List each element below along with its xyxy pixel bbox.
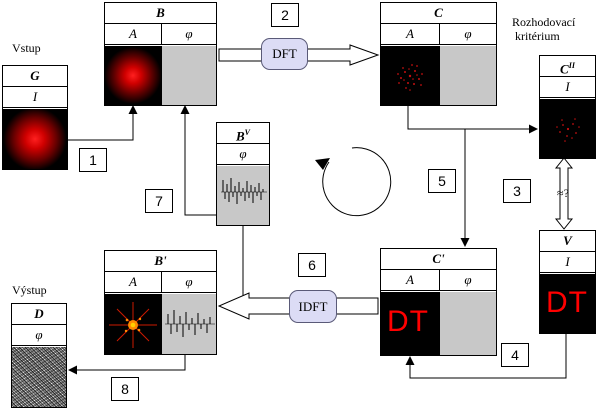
box-c-prime-title: C' — [381, 249, 496, 270]
idft-label: IDFT — [289, 290, 337, 323]
box-bv-phase — [217, 166, 269, 225]
box-bv-row: φ — [217, 143, 269, 165]
criterion-line-2: kritérium — [515, 29, 560, 43]
box-bv-title-mark: V — [244, 128, 250, 137]
phase-bars-icon-b-prime — [165, 310, 215, 337]
input-label: Vstup — [12, 41, 41, 55]
arrow-bv-to-b — [180, 105, 216, 216]
box-g-image — [3, 109, 67, 169]
box-d-title: D — [12, 304, 66, 325]
box-g-title: G — [3, 66, 67, 87]
box-b-prime-title: B' — [105, 251, 216, 272]
box-c-prime-col-phi: φ — [439, 269, 496, 291]
box-v-image: DT — [540, 274, 595, 333]
box-b-prime-phase — [161, 294, 216, 354]
box-g: G I — [2, 65, 68, 170]
criterion-line-1: Rozhodovací — [512, 15, 576, 29]
box-b-prime-col-phi: φ — [161, 271, 216, 293]
box-c: C A φ — [380, 2, 497, 106]
phase-bars-icon — [221, 178, 267, 204]
box-bv: BV φ — [216, 122, 270, 226]
box-c-prime-col-a: A — [381, 269, 439, 291]
box-c-prime-phase — [439, 292, 496, 355]
speckle-icon — [397, 64, 423, 91]
step-8: 8 — [111, 377, 139, 401]
arrow-v-to-cprime — [405, 334, 567, 379]
criterion-label: Rozhodovací kritérium — [512, 15, 575, 43]
box-c-col-a: A — [381, 23, 439, 45]
box-b-col-a: A — [105, 23, 161, 45]
step-2: 2 — [271, 3, 299, 27]
box-bv-title: BV — [217, 123, 269, 144]
step-3: 3 — [503, 179, 531, 203]
box-c-title: C — [381, 3, 496, 24]
step-7: 7 — [145, 189, 173, 213]
arrow-compare — [554, 157, 574, 230]
box-b: B A φ — [104, 2, 217, 106]
arrow-c-to-c2 — [407, 105, 538, 134]
box-b-title: B — [105, 3, 216, 24]
box-b-prime-amplitude — [105, 294, 161, 354]
box-c-ii-image — [540, 99, 595, 158]
step-6: 6 — [298, 253, 326, 277]
box-v-row: I — [540, 251, 595, 273]
box-c-prime-amplitude: DT — [381, 292, 439, 355]
step-5: 5 — [428, 169, 456, 193]
box-b-col-phi: φ — [161, 23, 216, 45]
step-1: 1 — [79, 148, 107, 172]
output-label: Výstup — [12, 283, 47, 297]
box-c-col-phi: φ — [439, 23, 496, 45]
box-v-dt: DT — [546, 286, 588, 319]
box-c-phase — [439, 46, 496, 105]
box-c-ii-title: CII — [540, 56, 595, 77]
box-c-ii-title-letter: C — [560, 61, 569, 77]
compare-symbol: ≈? — [557, 186, 569, 200]
box-b-amplitude — [105, 46, 161, 105]
arrow-g-to-b — [67, 105, 138, 141]
box-g-row: I — [3, 86, 67, 108]
box-c-amplitude — [381, 46, 439, 105]
box-c-prime: C' A φ DT — [380, 248, 497, 356]
box-d: D φ — [11, 303, 67, 408]
box-b-phase — [161, 46, 216, 105]
cycle-icon — [315, 147, 392, 217]
box-v: V I DT — [539, 230, 596, 334]
arrow-bprime-to-d — [68, 355, 186, 375]
box-v-title: V — [540, 231, 595, 252]
speckle-icon-small — [556, 118, 580, 142]
box-c-ii-row: I — [540, 76, 595, 98]
box-d-noise — [12, 347, 66, 407]
box-b-prime: B' A φ — [104, 250, 217, 355]
star-spectrum-icon — [109, 302, 157, 348]
box-d-row: φ — [12, 324, 66, 346]
box-bv-title-letter: B — [235, 128, 245, 144]
step-4: 4 — [501, 343, 529, 367]
dft-label: DFT — [261, 38, 308, 70]
box-b-prime-col-a: A — [105, 271, 161, 293]
box-c-ii-title-mark: II — [568, 61, 575, 70]
box-c-ii: CII I — [539, 55, 596, 159]
box-c-prime-dt: DT — [387, 305, 429, 338]
